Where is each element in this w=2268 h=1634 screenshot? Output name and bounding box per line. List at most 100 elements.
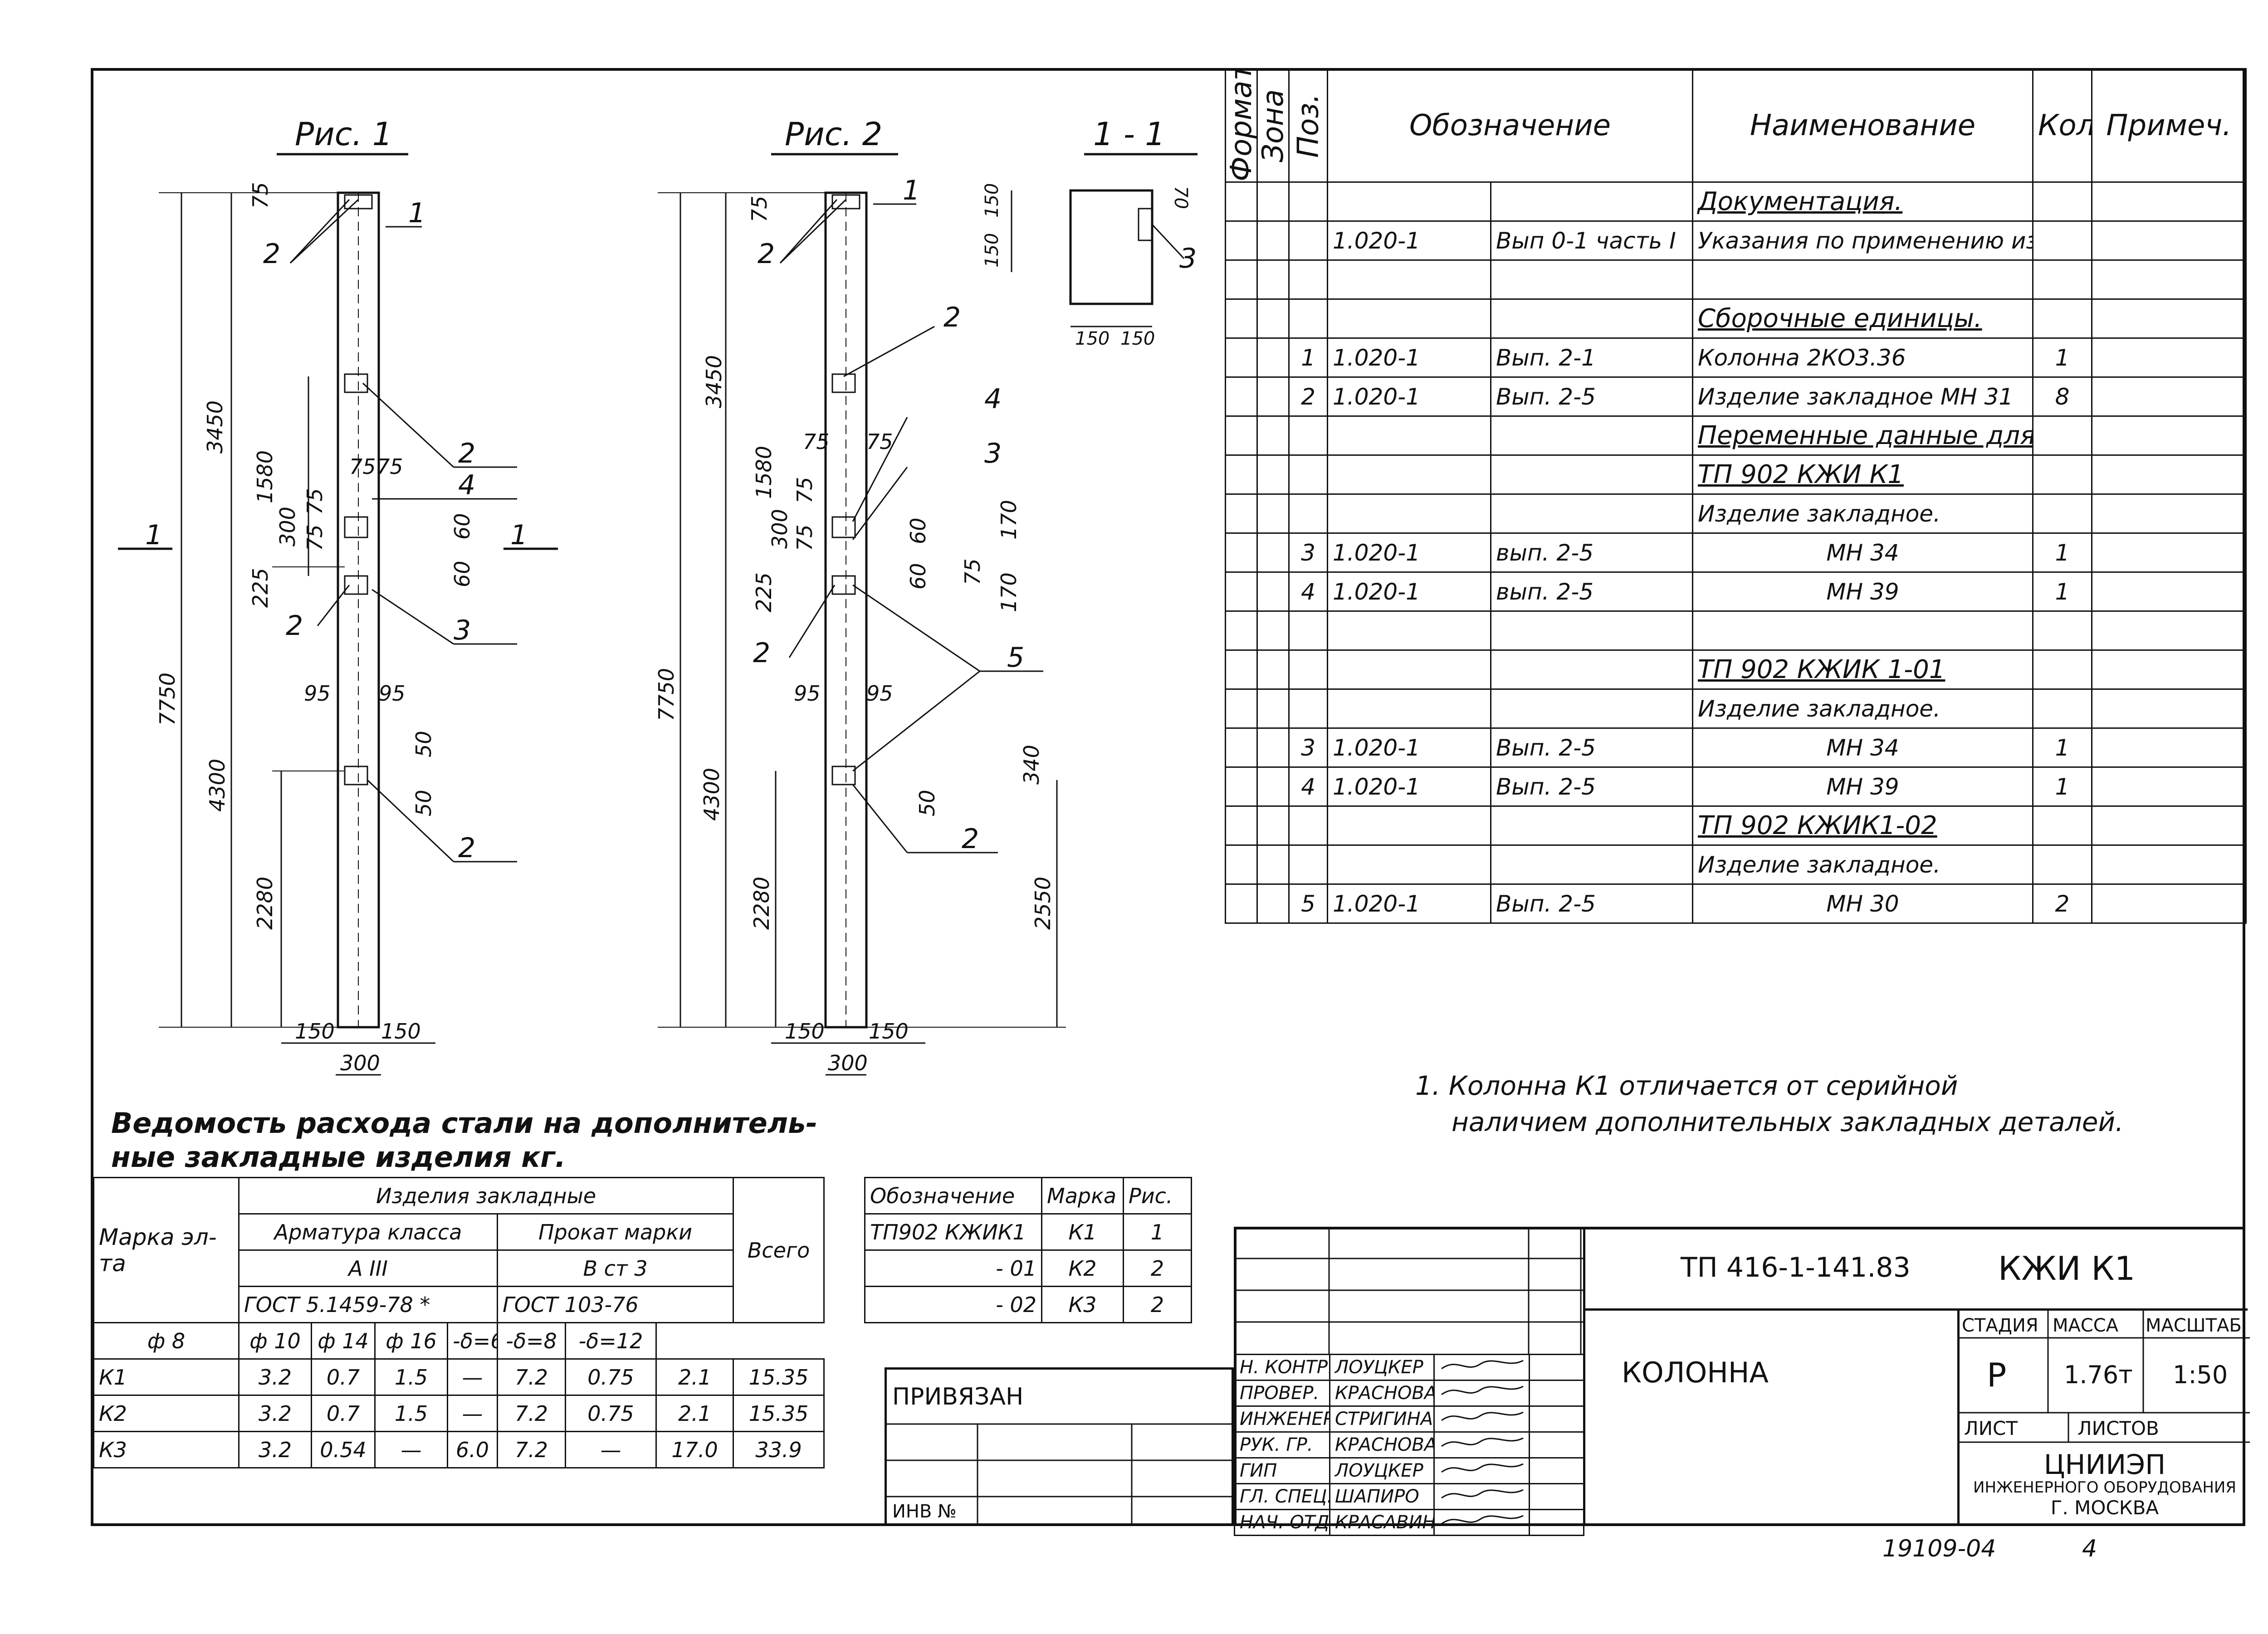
spec-designation: 1.020-1 xyxy=(1327,220,1491,261)
spec-zone xyxy=(1256,532,1290,573)
steel-value: 2.1 xyxy=(655,1395,734,1432)
staff-role: НАЧ. ОТД. xyxy=(1234,1509,1330,1536)
spec-zone xyxy=(1256,337,1290,378)
spec-row xyxy=(1225,259,2247,300)
staff-name: ШАПИРО xyxy=(1329,1483,1435,1510)
spec-name: Документация. xyxy=(1692,181,2033,222)
footer-code: 19109-04 xyxy=(1882,1535,1996,1562)
steel-subheader-cell: -δ=8 xyxy=(497,1322,566,1360)
sheet-header: ЛИСТ xyxy=(1964,1417,2018,1439)
steel-h-prok-class: В ст 3 xyxy=(496,1249,734,1287)
section-callout: 3 xyxy=(1179,243,1197,274)
spec-format xyxy=(1225,532,1258,573)
spec-issue xyxy=(1490,688,1693,729)
steel-h-total: Всего xyxy=(733,1177,825,1323)
spec-name: МН 39 xyxy=(1692,571,2033,612)
section-dim: 150 xyxy=(982,233,1002,268)
staff-date xyxy=(1529,1405,1584,1433)
fig2-title: Рис. 2 xyxy=(785,116,882,153)
staff-date xyxy=(1529,1380,1584,1407)
spec-qty: 1 xyxy=(2032,532,2092,573)
staff-row: Н. КОНТР.ЛОУЦКЕР xyxy=(1234,1354,1584,1381)
sheets-header: ЛИСТОВ xyxy=(2077,1417,2159,1439)
steel-mark: К1 xyxy=(93,1358,240,1396)
designation-header: Обозначение Марка Рис. xyxy=(864,1177,1192,1215)
steel-subheader-cell: ф 8 xyxy=(93,1322,240,1360)
steel-value: — xyxy=(447,1358,498,1396)
spec-qty xyxy=(2032,688,2092,729)
spec-zone xyxy=(1256,766,1290,807)
spec-designation xyxy=(1327,610,1491,651)
spec-header-note: Примеч. xyxy=(2091,68,2247,183)
spec-format xyxy=(1225,493,1258,534)
spec-row: ТП 902 КЖИ К1 xyxy=(1225,454,2247,495)
spec-pos xyxy=(1288,298,1328,339)
spec-pos xyxy=(1288,493,1328,534)
staff-name: ЛОУЦКЕР xyxy=(1329,1354,1435,1381)
spec-format xyxy=(1225,376,1258,417)
staff-role: Н. КОНТР. xyxy=(1234,1354,1330,1381)
spec-format xyxy=(1225,649,1258,690)
fig1-callout: 2 xyxy=(263,238,280,270)
steel-value: — xyxy=(447,1395,498,1432)
designation-marka: К1 xyxy=(1041,1213,1124,1251)
spec-qty xyxy=(2032,610,2092,651)
spec-note xyxy=(2091,727,2247,768)
fig2-callout: 2 xyxy=(758,238,775,270)
spec-format xyxy=(1225,259,1258,300)
spec-name: МН 39 xyxy=(1692,766,2033,807)
designation-ris: 2 xyxy=(1123,1286,1192,1323)
spec-name xyxy=(1692,610,2033,651)
fig2-dim: 2550 xyxy=(1031,877,1055,930)
signature-icon xyxy=(1441,1463,1524,1473)
fig2-callout: 2 xyxy=(753,637,770,669)
staff-date xyxy=(1529,1457,1584,1484)
fig1-dim: 4300 xyxy=(205,759,230,812)
scale-value: 1:50 xyxy=(2173,1361,2228,1389)
spec-note xyxy=(2091,688,2247,729)
fig2-dim: 75 xyxy=(792,477,817,503)
spec-header-zone: Зона xyxy=(1257,68,1289,182)
signature-icon xyxy=(1441,1360,1524,1370)
fig1-dim: 95 xyxy=(304,681,331,706)
steel-table: Марка эл-та Изделия закладные Всего Арма… xyxy=(93,1177,825,1468)
spec-zone xyxy=(1256,298,1290,339)
spec-note xyxy=(2091,649,2247,690)
spec-name: МН 30 xyxy=(1692,883,2033,924)
spec-format xyxy=(1225,298,1258,339)
spec-format xyxy=(1225,337,1258,378)
spec-qty xyxy=(2032,454,2092,495)
fig1-dim: 75 xyxy=(303,488,327,515)
spec-note xyxy=(2091,415,2247,456)
spec-row: ТП 902 КЖИК1-02 xyxy=(1225,805,2247,846)
fig2-callout: 4 xyxy=(984,383,1002,415)
spec-pos xyxy=(1288,181,1328,222)
section-dim: 150 xyxy=(1075,328,1110,349)
spec-format xyxy=(1225,610,1258,651)
designation-ris: 1 xyxy=(1123,1213,1192,1251)
staff-date xyxy=(1529,1431,1584,1458)
spec-row xyxy=(1225,610,2247,651)
fig2-dim: 170 xyxy=(997,500,1021,540)
desig-h-marka: Марка xyxy=(1041,1177,1124,1215)
fig2-dim: 4300 xyxy=(699,768,724,821)
document-mark: КЖИ К1 xyxy=(1998,1249,2136,1288)
steel-mark: К2 xyxy=(93,1395,240,1432)
fig2-dim: 75 xyxy=(803,429,830,454)
spec-pos xyxy=(1288,805,1328,846)
fig1-dim: 300 xyxy=(275,507,300,546)
spec-issue xyxy=(1490,415,1693,456)
spec-format xyxy=(1225,454,1258,495)
spec-issue xyxy=(1490,259,1693,300)
mass-value: 1.76т xyxy=(2064,1361,2133,1389)
spec-qty xyxy=(2032,298,2092,339)
fig2-dim: 60 xyxy=(906,563,930,590)
desig-h-ris: Рис. xyxy=(1123,1177,1192,1215)
spec-designation: 1.020-1 xyxy=(1327,337,1491,378)
spec-issue xyxy=(1490,181,1693,222)
spec-qty: 2 xyxy=(2032,883,2092,924)
